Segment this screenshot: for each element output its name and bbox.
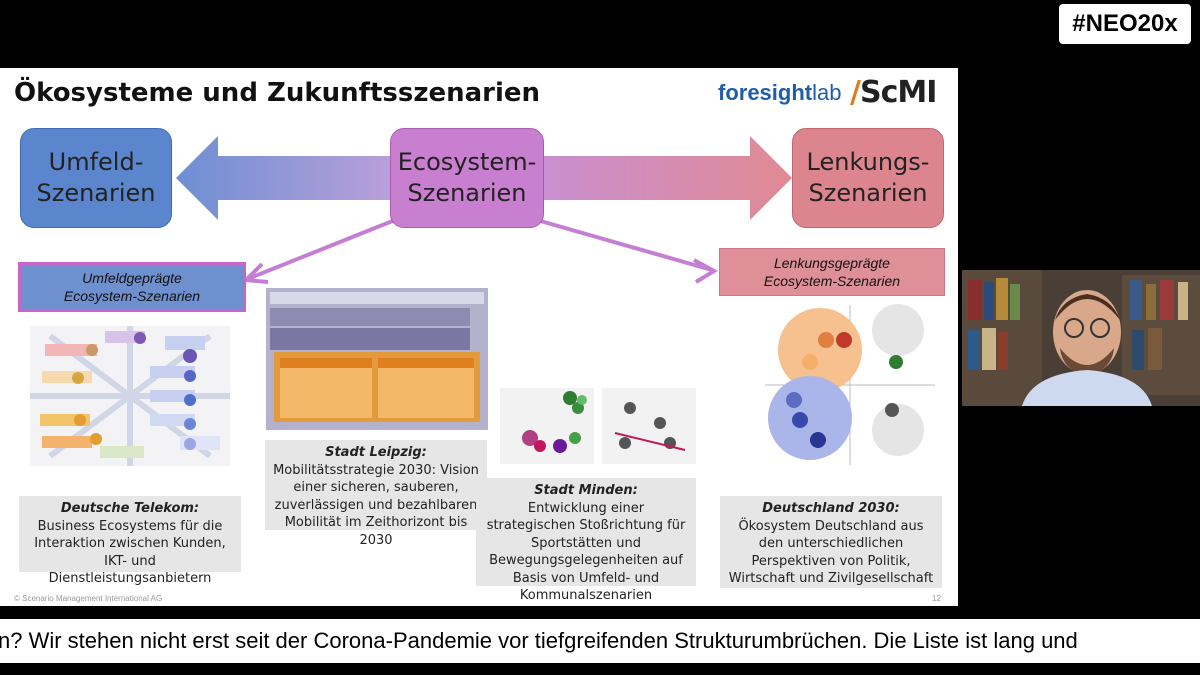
umfeld-subbox-label: Umfeldgeprägte Ecosystem-Szenarien	[63, 269, 201, 304]
caption-leipzig-title: Stadt Leipzig:	[325, 445, 427, 460]
scmi-logo-text: ScMI	[859, 75, 937, 110]
lenkung-box-label: Lenkungs- Szenarien	[806, 147, 930, 207]
logo-lab-part: lab	[812, 80, 842, 105]
right-arrow	[542, 136, 792, 220]
lenkungsgepraegte-box: Lenkungsgeprägte Ecosystem-Szenarien	[719, 248, 945, 296]
umfeld-szenarien-box: Umfeld- Szenarien	[20, 128, 172, 228]
caption-telekom-title: Deutsche Telekom:	[60, 501, 200, 516]
arrows-diagram	[176, 136, 792, 284]
ecosystem-box-label: Ecosystem- Szenarien	[397, 147, 537, 207]
ecosystem-szenarien-box: Ecosystem- Szenarien	[390, 128, 544, 228]
scmi-logo-mark: /	[850, 75, 861, 110]
deutschland-thumbnail	[760, 300, 940, 470]
caption-minden-text: Entwicklung einer strategischen Stoßrich…	[486, 500, 686, 604]
caption-telekom-text: Business Ecosystems für die Interaktion …	[34, 518, 226, 587]
caption-minden: Stadt Minden: Entwicklung einer strategis…	[476, 478, 696, 603]
lenkungs-szenarien-box: Lenkungs- Szenarien	[792, 128, 944, 228]
slide-title: Ökosysteme und Zukunftsszenarien	[14, 78, 541, 108]
live-subtitle-bar: n? Wir stehen nicht erst seit der Corona…	[0, 619, 1200, 663]
foresightlab-logo: foresightlab	[718, 80, 841, 106]
caption-telekom: Deutsche Telekom: Business Ecosystems für…	[19, 496, 241, 586]
subtitle-text: n? Wir stehen nicht erst seit der Corona…	[0, 628, 1078, 653]
diag-arrow-left	[249, 216, 401, 280]
caption-leipzig: Stadt Leipzig: Mobilitätsstrategie 2030: …	[265, 440, 487, 548]
caption-deutschland: Deutschland 2030: Ökosystem Deutschland a…	[720, 496, 942, 588]
logo-foresight-part: foresight	[718, 80, 813, 105]
leipzig-thumbnail	[266, 288, 488, 430]
caption-deutschland-text: Ökosystem Deutschland aus den unterschie…	[728, 518, 934, 587]
lenkung-subbox-label: Lenkungsgeprägte Ecosystem-Szenarien	[763, 254, 901, 289]
presentation-slide: Ökosysteme und Zukunftsszenarien foresig…	[0, 68, 958, 606]
hashtag-badge: #NEO20x	[1059, 4, 1191, 44]
slide-footer: © Scenario Management International AG	[14, 594, 163, 603]
speaker-video-image	[962, 270, 1200, 406]
caption-leipzig-text: Mobilitätsstrategie 2030: Vision einer s…	[273, 462, 479, 548]
left-arrow	[176, 136, 390, 220]
scmi-logo: /ScMI	[850, 75, 937, 110]
umfeld-box-label: Umfeld- Szenarien	[36, 147, 156, 207]
umfeldgepraegte-box: Umfeldgeprägte Ecosystem-Szenarien	[18, 262, 246, 312]
caption-minden-title: Stadt Minden:	[534, 483, 638, 498]
telekom-thumbnail	[30, 326, 230, 466]
diag-arrow-right	[529, 216, 713, 272]
caption-deutschland-title: Deutschland 2030:	[762, 501, 900, 516]
speaker-webcam	[962, 270, 1200, 406]
slide-page-number: 12	[932, 594, 941, 603]
minden-thumbnail	[500, 368, 696, 466]
